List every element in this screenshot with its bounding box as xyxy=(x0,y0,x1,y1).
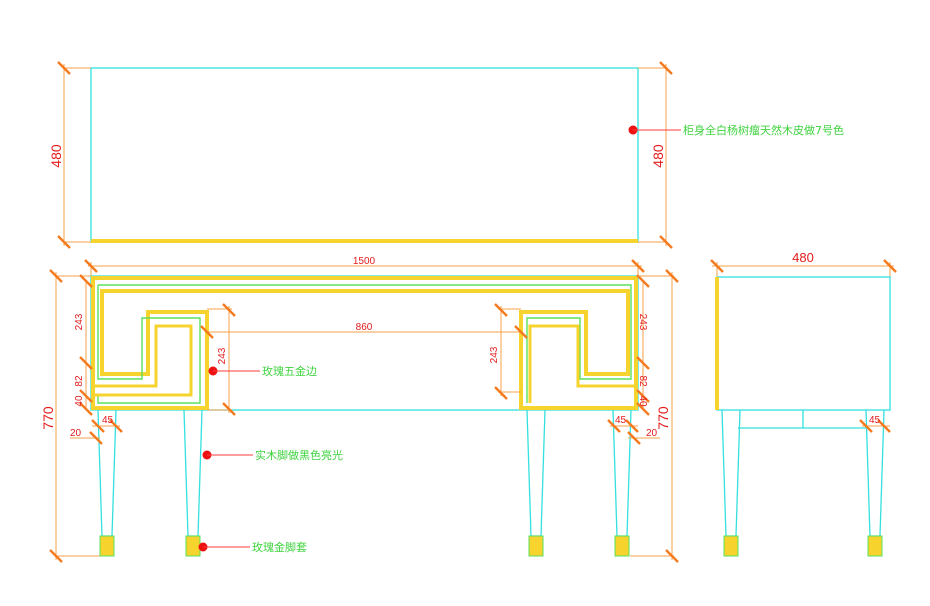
front-leg-3 xyxy=(526,409,546,537)
note-body-finish: 柜身全白杨树瘤天然木皮做7号色 xyxy=(683,123,844,137)
dim-overall-width: 1500 xyxy=(84,256,645,276)
dim-text-left-upper-243: 243 xyxy=(74,313,85,330)
dim-text-side-45: 45 xyxy=(869,415,881,426)
leg-cap-4 xyxy=(614,535,630,557)
note-leg-finish: 实木脚做黑色亮光 xyxy=(255,448,343,462)
dim-text-right-243: 243 xyxy=(489,346,500,363)
dim-left-leg: 45 20 xyxy=(70,415,123,445)
dim-span-860: 860 xyxy=(200,322,528,339)
dim-text-right-upper-243: 243 xyxy=(637,314,648,331)
side-leg-cap-back xyxy=(867,535,883,557)
side-cabinet-outline xyxy=(716,276,891,411)
dim-text-top-depth-left: 480 xyxy=(48,144,64,168)
dim-text-left-mid-243: 243 xyxy=(217,347,228,364)
dim-top-depth-left: 480 xyxy=(48,61,91,249)
dim-right-leg: 45 20 xyxy=(607,415,660,445)
dim-side-depth: 480 xyxy=(710,250,897,277)
dim-text-height-right: 770 xyxy=(655,406,671,430)
right-hook-inner-trim xyxy=(528,324,636,403)
side-leg-cap-front xyxy=(723,535,739,557)
leg-cap-2 xyxy=(185,535,201,557)
front-leg-2 xyxy=(183,409,203,537)
dim-side-leg: 45 xyxy=(859,415,891,433)
dim-text-top-depth-right: 480 xyxy=(650,144,666,168)
front-inner-line-right xyxy=(98,284,632,403)
dim-text-left-40: 40 xyxy=(74,395,85,407)
dim-text-span-860: 860 xyxy=(356,322,373,333)
dim-height-right: 770 xyxy=(630,269,679,563)
dim-left-mid-243: 243 xyxy=(207,303,236,416)
side-leg-front xyxy=(721,409,741,537)
dim-text-overall-width: 1500 xyxy=(353,256,376,267)
dim-right-243: 243 xyxy=(489,303,521,400)
leg-cap-3 xyxy=(528,535,544,557)
dim-text-left-45: 45 xyxy=(102,415,114,426)
dim-text-side-depth: 480 xyxy=(792,250,814,265)
front-legs xyxy=(97,409,632,557)
top-view: 480 480 柜身全白杨树瘤天然木皮做7号色 xyxy=(48,61,844,249)
dim-left-stack: 243 82 40 xyxy=(74,274,93,416)
front-view: 1500 770 243 82 40 xyxy=(40,256,679,563)
dim-text-right-45: 45 xyxy=(615,415,627,426)
front-cabinet-outline xyxy=(90,275,639,411)
front-outer-trim xyxy=(91,276,638,410)
dim-right-stack: 243 82 40 xyxy=(636,274,650,416)
note-leg-cap: 玫瑰金脚套 xyxy=(252,540,307,554)
top-view-outline xyxy=(90,67,639,243)
dim-height-left: 770 xyxy=(40,269,100,563)
leg-cap-1 xyxy=(99,535,115,557)
left-hook-inner-trim xyxy=(93,324,193,397)
dim-text-left-20: 20 xyxy=(70,428,82,439)
dim-text-height-left: 770 xyxy=(40,406,56,430)
dim-text-left-82: 82 xyxy=(74,375,85,387)
note-hardware-edge: 玫瑰五金边 xyxy=(262,364,317,378)
side-view: 480 45 xyxy=(710,250,897,557)
dim-text-right-20: 20 xyxy=(646,428,658,439)
dim-text-right-40: 40 xyxy=(637,395,648,407)
dim-top-depth-right: 480 xyxy=(638,61,673,249)
dim-text-right-82: 82 xyxy=(637,375,648,387)
